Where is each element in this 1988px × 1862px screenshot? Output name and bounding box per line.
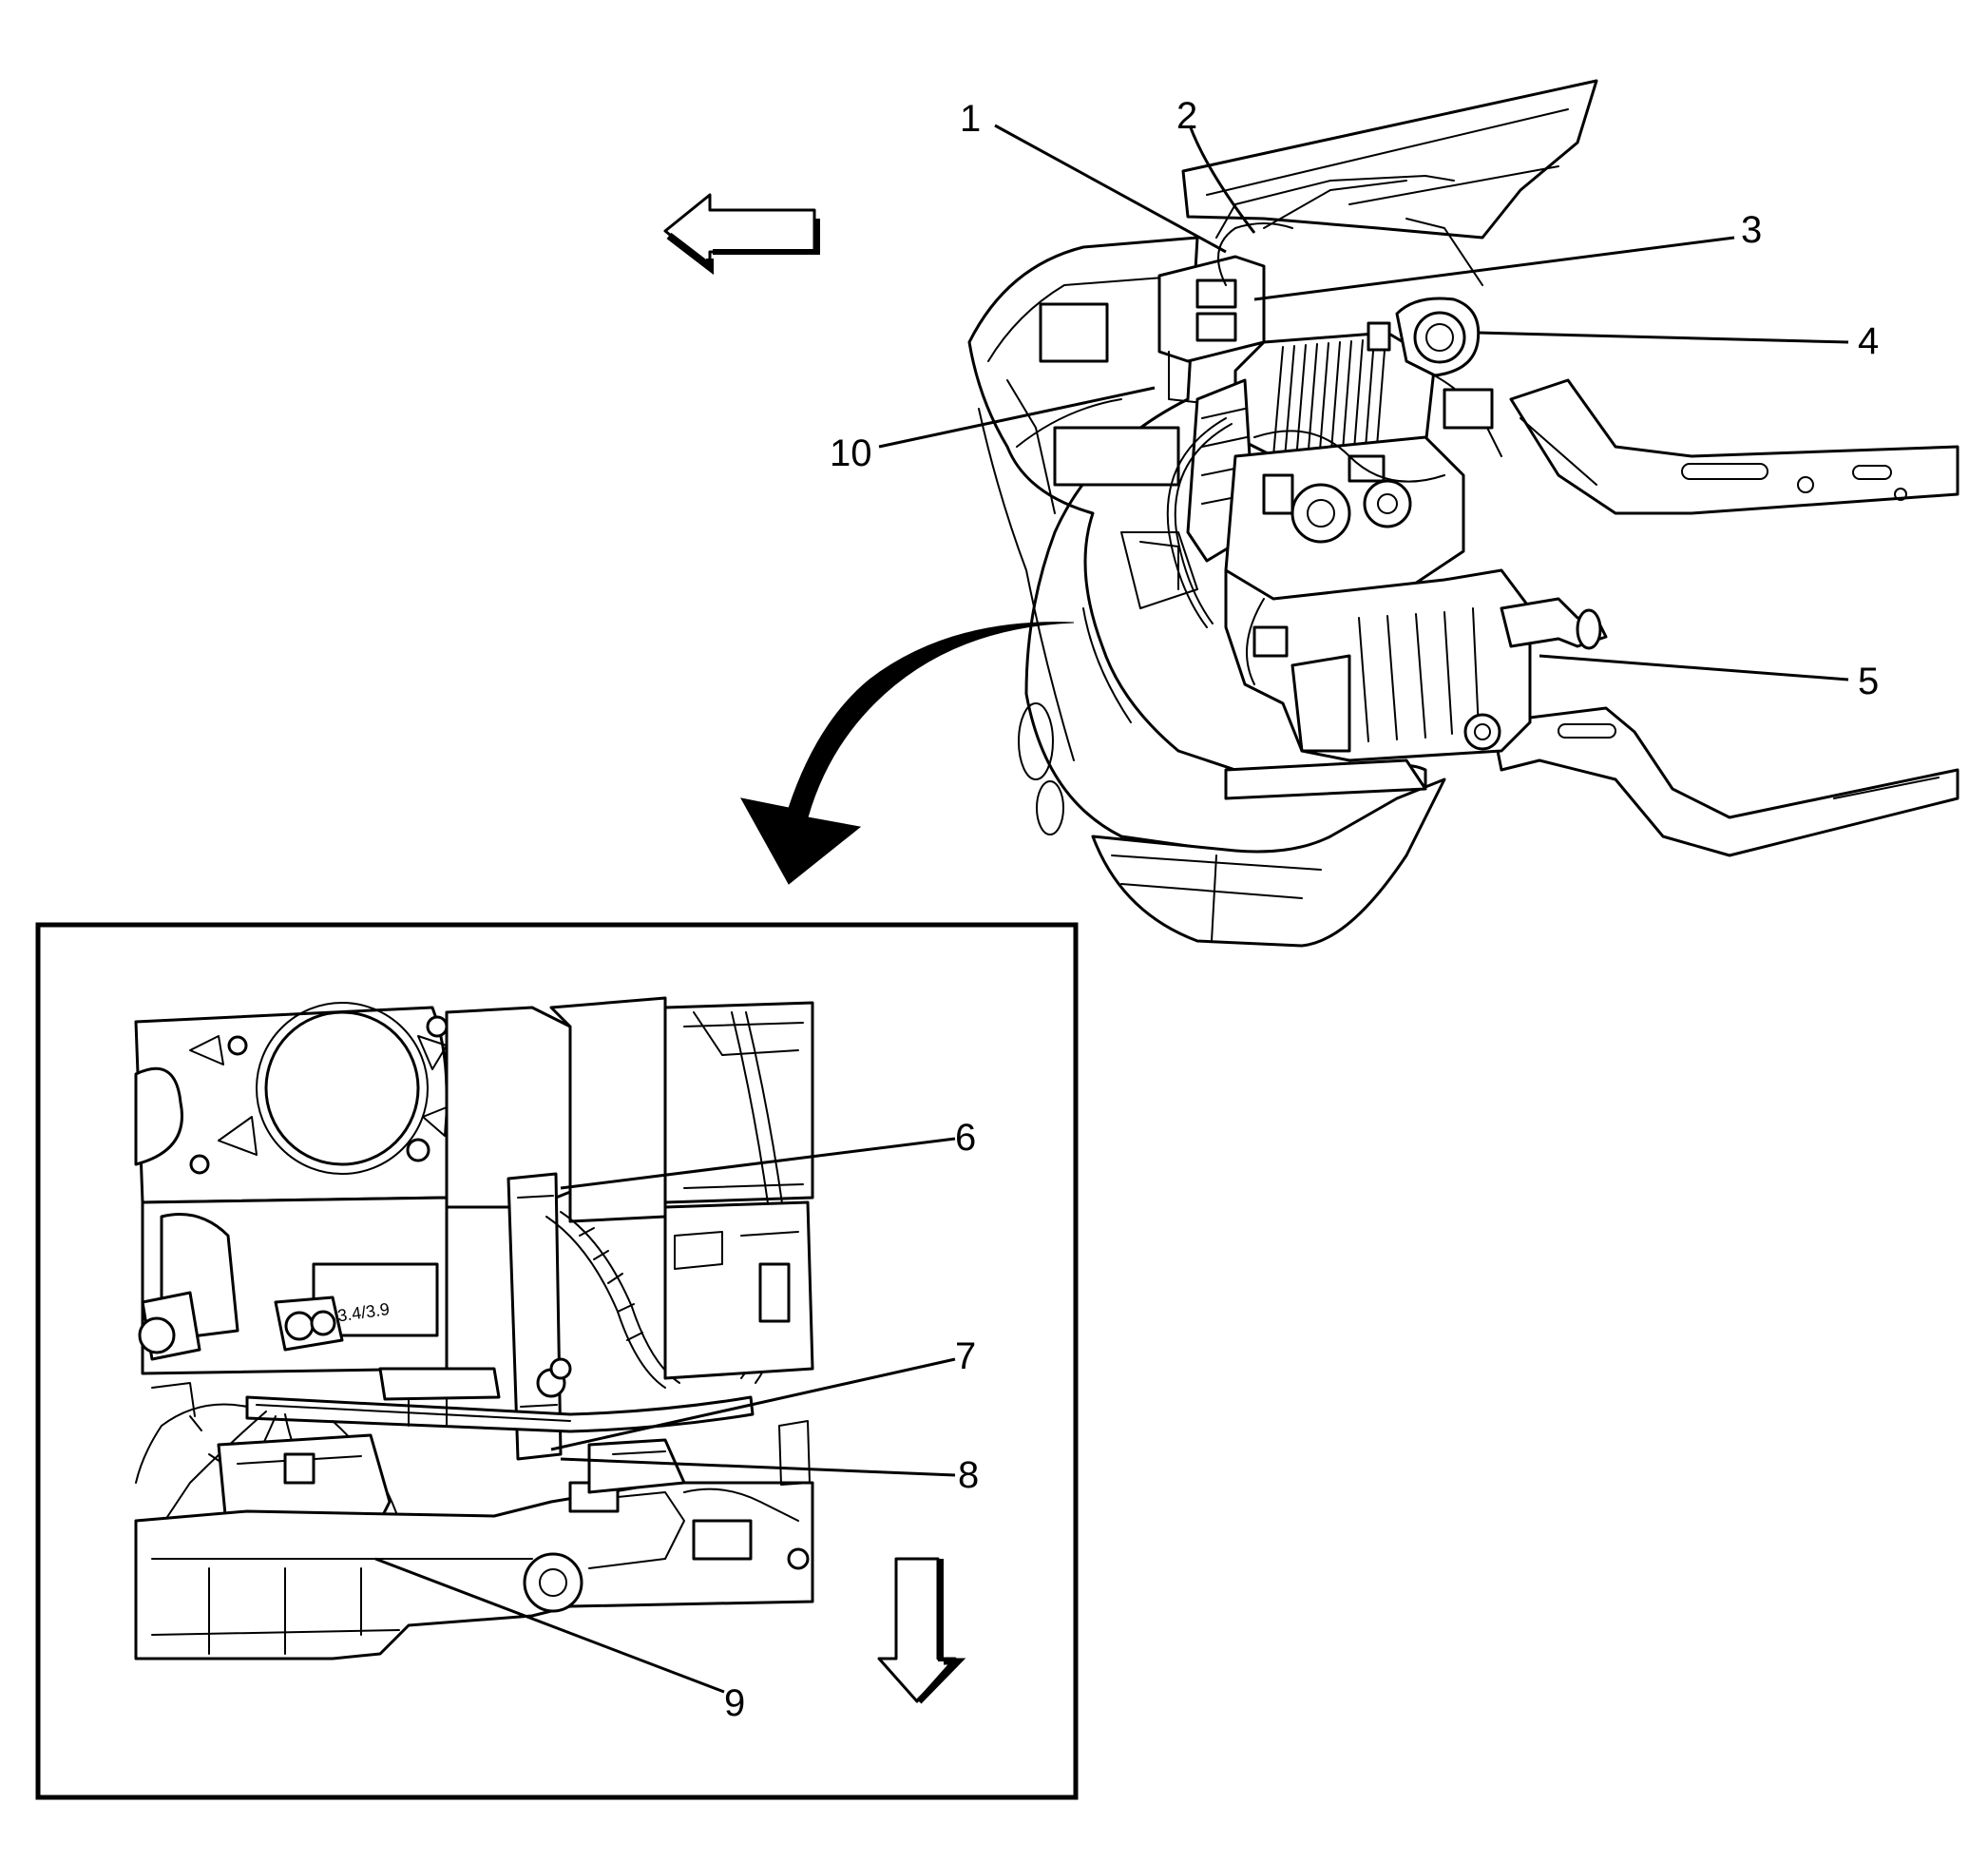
callout-5: 5 <box>1858 661 1879 702</box>
frame-rail-upper <box>1509 378 1959 515</box>
leader-2 <box>1188 125 1256 234</box>
frame-rail-lower <box>1490 706 1959 857</box>
detail-leader-lines <box>374 1137 956 1694</box>
leader-8 <box>560 1457 956 1477</box>
callout-7: 7 <box>955 1335 976 1377</box>
leader-3 <box>1253 236 1735 301</box>
lower-bumper <box>1091 777 1446 948</box>
detail-inset-frame <box>35 922 1079 1800</box>
callout-2: 2 <box>1176 95 1197 137</box>
leader-1 <box>994 124 1227 254</box>
callout-9: 9 <box>724 1682 745 1724</box>
callout-6: 6 <box>955 1117 976 1159</box>
arrow-left-outline-icon <box>663 193 820 276</box>
hood-panel <box>1181 79 1598 240</box>
callout-4: 4 <box>1858 320 1879 362</box>
callout-3: 3 <box>1741 209 1762 251</box>
leader-4 <box>1477 331 1849 344</box>
leader-7 <box>550 1357 956 1451</box>
arrow-down-outline-icon <box>877 1557 966 1704</box>
callout-labels: 1 2 3 4 5 6 7 8 9 10 <box>724 95 1879 1724</box>
callout-8: 8 <box>958 1454 979 1496</box>
vehicle-front-overview <box>663 79 1959 948</box>
callout-1: 1 <box>960 98 981 140</box>
callout-10: 10 <box>830 432 872 474</box>
detail-pointer-icon <box>740 622 1075 885</box>
top-leader-lines <box>878 124 1849 681</box>
headlamp-bracket <box>1039 302 1109 363</box>
detail-engine-block: 3.4/3.9 <box>134 996 814 1660</box>
engine-assembly <box>1139 180 1608 762</box>
leader-9 <box>374 1557 725 1694</box>
leader-10 <box>878 386 1156 449</box>
leader-5 <box>1539 654 1849 681</box>
leader-6 <box>560 1137 956 1190</box>
